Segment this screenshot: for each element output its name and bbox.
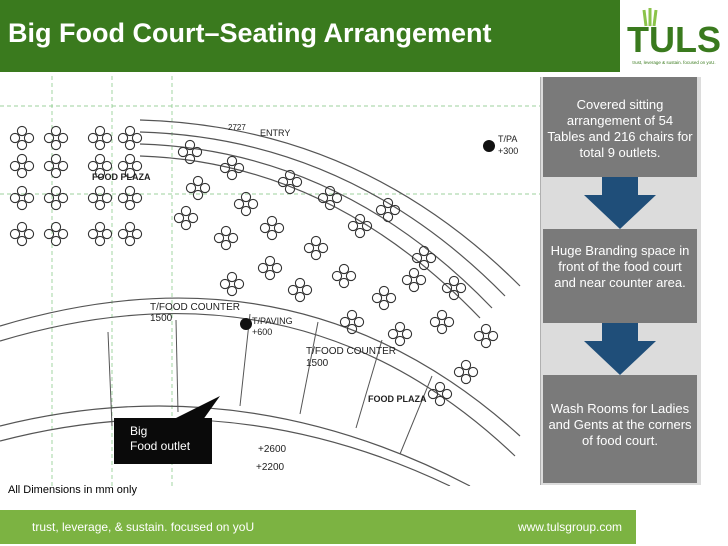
table-cluster	[287, 277, 313, 303]
label-elev-2200: +2200	[256, 462, 285, 473]
logo-tagline: trust, leverage & sustain. focused on yo…	[632, 60, 716, 65]
table-cluster	[375, 197, 401, 223]
label-t-paving: T/PAVING	[252, 316, 293, 326]
table-cluster	[303, 235, 329, 261]
table-cluster	[331, 263, 357, 289]
table-cluster	[401, 267, 427, 293]
table-cluster	[43, 185, 69, 211]
flow-arrows	[584, 177, 656, 375]
flow-step-1: Covered sitting arrangement of 54 Tables…	[543, 77, 697, 177]
table-cluster	[117, 153, 143, 179]
table-cluster	[43, 221, 69, 247]
label-t-food-counter-2-val: 1500	[306, 358, 329, 369]
table-cluster	[87, 153, 113, 179]
label-t-food-counter-1: T/FOOD COUNTER	[150, 302, 240, 313]
table-cluster	[387, 321, 413, 347]
label-t-food-counter-2: T/FOOD COUNTER	[306, 346, 396, 357]
flow-step-2: Huge Branding space in front of the food…	[543, 229, 697, 323]
table-cluster	[429, 309, 455, 335]
flow-step-2-text: Huge Branding space in front of the food…	[550, 243, 690, 290]
callout-line1: Big	[130, 424, 148, 438]
table-cluster	[9, 185, 35, 211]
process-flow: Covered sitting arrangement of 54 Tables…	[540, 77, 701, 485]
table-cluster	[117, 125, 143, 151]
table-cluster	[9, 125, 35, 151]
tuls-logo: TULS trust, leverage & sustain. focused …	[622, 4, 726, 70]
label-t-pa: T/PA	[498, 134, 517, 144]
table-cluster	[339, 309, 365, 335]
label-food-plaza-top: FOOD PLAZA	[92, 172, 151, 182]
table-cluster	[9, 153, 35, 179]
logo-wordmark: TULS	[627, 19, 721, 60]
label-t-paving-val: +600	[252, 327, 272, 337]
flow-step-3: Wash Rooms for Ladies and Gents at the c…	[543, 375, 697, 483]
table-cluster	[257, 255, 283, 281]
footer-website-link[interactable]: www.tulsgroup.com	[517, 520, 622, 534]
footer-bar: trust, leverage, & sustain. focused on y…	[0, 510, 636, 544]
label-dim-2727: 2727	[228, 123, 246, 132]
tuls-logo-mark: TULS	[627, 8, 721, 60]
slide-title: Big Food Court–Seating Arrangement	[8, 18, 492, 48]
flow-arrow-down-icon	[584, 177, 656, 229]
table-cluster	[473, 323, 499, 349]
table-cluster	[87, 221, 113, 247]
label-t-pa-val: +300	[498, 146, 518, 156]
table-cluster	[441, 275, 467, 301]
table-cluster	[219, 271, 245, 297]
flow-step-1-text: Covered sitting arrangement of 54 Tables…	[547, 97, 693, 160]
table-cluster	[117, 185, 143, 211]
table-cluster	[43, 125, 69, 151]
table-cluster	[185, 175, 211, 201]
label-elev-2600: +2600	[258, 444, 287, 455]
table-cluster	[43, 153, 69, 179]
table-cluster	[219, 155, 245, 181]
table-cluster	[277, 169, 303, 195]
flow-arrow-down-icon	[584, 323, 656, 375]
table-cluster	[427, 381, 453, 407]
title-bar: Big Food Court–Seating Arrangement	[0, 0, 620, 72]
label-t-food-counter-1-val: 1500	[150, 313, 173, 324]
table-cluster	[317, 185, 343, 211]
table-cluster	[233, 191, 259, 217]
label-food-plaza-bottom: FOOD PLAZA	[368, 394, 427, 404]
footer-tagline: trust, leverage, & sustain. focused on y…	[32, 520, 255, 534]
table-cluster	[87, 185, 113, 211]
callout-line2: Food outlet	[130, 439, 191, 453]
table-cluster	[173, 205, 199, 231]
big-food-outlet-callout: Big Food outlet	[114, 418, 212, 464]
floor-plan: ENTRY 2727 FOOD PLAZA T/FOOD COUNTER 150…	[0, 76, 540, 486]
table-cluster	[347, 213, 373, 239]
label-entry: ENTRY	[260, 128, 290, 138]
table-cluster	[117, 221, 143, 247]
table-cluster	[371, 285, 397, 311]
table-cluster	[177, 139, 203, 165]
floor-plan-drawing: ENTRY 2727 FOOD PLAZA T/FOOD COUNTER 150…	[0, 76, 540, 486]
table-cluster	[453, 359, 479, 385]
table-cluster	[87, 125, 113, 151]
table-cluster	[259, 215, 285, 241]
flow-step-3-text: Wash Rooms for Ladies and Gents at the c…	[548, 401, 692, 448]
table-cluster	[9, 221, 35, 247]
table-cluster	[213, 225, 239, 251]
dimensions-note: All Dimensions in mm only	[8, 484, 137, 496]
table-cluster	[411, 245, 437, 271]
